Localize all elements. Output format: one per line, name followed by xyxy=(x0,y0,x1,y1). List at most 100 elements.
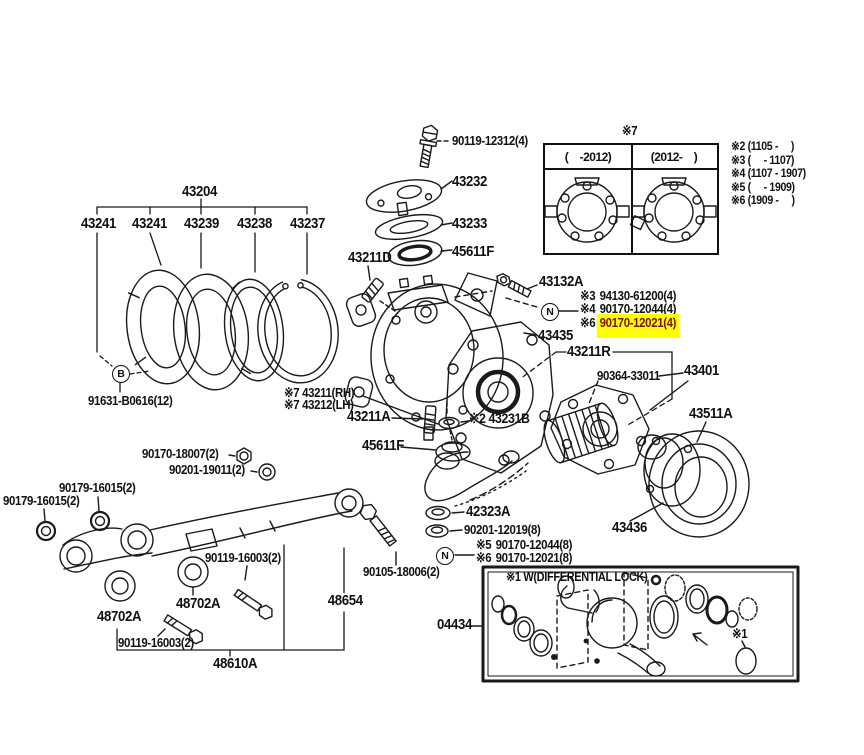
bolt-90119-12312-drawing xyxy=(419,124,450,169)
part-label-43231b[interactable]: ※2 43231B xyxy=(469,410,530,426)
bearing-mid-drawing xyxy=(400,441,471,462)
part-label-48654[interactable]: 48654 xyxy=(326,592,365,609)
applicability-notes: ※2 (1105 - ) ※3 ( - 1107) ※4 (1107 - 190… xyxy=(731,140,806,207)
part-label-43233[interactable]: 43233 xyxy=(452,215,487,232)
part-number: 90170-12021(8) xyxy=(495,550,573,565)
part-label-43211r[interactable]: 43211R xyxy=(567,343,611,360)
note-ref4: ※4 (1107 - 1907) xyxy=(731,166,806,181)
part-label-90364-33011[interactable]: 90364-33011 xyxy=(597,368,660,383)
part-label-43204[interactable]: 43204 xyxy=(182,183,217,200)
part-label-90119-16003-b[interactable]: 90119-16003(2) xyxy=(118,635,194,650)
part-label-90119-12312[interactable]: 90119-12312(4) xyxy=(452,133,528,148)
part-label-04434[interactable]: 04434 xyxy=(437,616,472,633)
part-label-43132a[interactable]: 43132A xyxy=(539,273,584,290)
gasket-43435-drawing xyxy=(445,321,554,474)
part-label-48702a-left[interactable]: 48702A xyxy=(97,608,142,625)
part-label-43211-rh[interactable]: ※7 43211(RH) xyxy=(284,385,355,400)
circle-b-icon: B xyxy=(112,365,130,383)
variant-column-late: (2012- ) xyxy=(650,149,698,164)
note-ref2: ※2 (1105 - ) xyxy=(731,139,795,153)
part-label-43211d[interactable]: 43211D xyxy=(348,249,392,266)
part-label-43436[interactable]: 43436 xyxy=(612,519,647,536)
nut-90179-b-drawing xyxy=(35,508,57,542)
part-label-91631-b0616[interactable]: 91631-B0616(12) xyxy=(88,393,173,408)
washer-90201-12019-drawing xyxy=(425,524,463,538)
part-label-45611f-mid[interactable]: 45611F xyxy=(362,437,404,454)
part-label-43239[interactable]: 43239 xyxy=(184,215,219,232)
washer-43231b-drawing xyxy=(438,401,470,441)
table-column-divider xyxy=(631,145,633,253)
part-label-43241-a[interactable]: 43241 xyxy=(81,215,116,232)
part-label-43232[interactable]: 43232 xyxy=(452,173,487,190)
highlighted-part-number: 90170-12021(4) xyxy=(597,314,680,338)
part-number: 90170-12044(4) xyxy=(599,301,677,316)
bolt-43132a-drawing xyxy=(454,273,579,312)
part-label-43211a[interactable]: 43211A xyxy=(347,408,391,425)
part-label-43435[interactable]: 43435 xyxy=(538,327,573,344)
part-number: 94130-61200(4) xyxy=(599,288,677,303)
part-label-43241-b[interactable]: 43241 xyxy=(132,215,167,232)
ref-mark: ※6 xyxy=(580,315,596,330)
part-label-90119-16003-a[interactable]: 90119-16003(2) xyxy=(205,550,281,565)
part-label-90105-18006[interactable]: 90105-18006(2) xyxy=(363,564,440,579)
variant-reference-table: ( -2012) (2012- ) xyxy=(543,143,719,255)
part-number: 90170-12044(8) xyxy=(495,537,573,552)
part-label-48702a-mid[interactable]: 48702A xyxy=(176,595,221,612)
spindle-43401-drawing xyxy=(550,380,689,475)
part-label-45611f-top[interactable]: 45611F xyxy=(452,243,494,260)
ref-mark: ※6 xyxy=(476,550,492,565)
part-label-43212-lh[interactable]: ※7 43212(LH) xyxy=(284,397,354,412)
washer-42323a-drawing xyxy=(425,505,465,521)
circle-n-upper-icon: N xyxy=(541,303,559,321)
ref-mark: ※3 xyxy=(580,288,596,303)
cap-gasket-drawing xyxy=(374,213,453,241)
part-label-48610a[interactable]: 48610A xyxy=(213,655,258,672)
part-label-90201-12019[interactable]: 90201-12019(8) xyxy=(464,522,541,537)
diff-lock-box-drawing xyxy=(481,565,800,683)
nut-90179-a-drawing xyxy=(89,496,111,532)
bearing-cap-drawing xyxy=(365,179,453,217)
knuckle-arm-drawing xyxy=(424,450,529,507)
diff-lock-box-title: ※1 W(DIFFERENTIAL LOCK) xyxy=(506,570,648,584)
knuckle-drawing xyxy=(344,272,504,441)
group-43204-bracket xyxy=(96,198,308,367)
part-label-90179-16015-a[interactable]: 90179-16015(2) xyxy=(59,480,136,495)
note-ref5: ※5 ( - 1909) xyxy=(731,179,795,194)
stud-43211a-drawing xyxy=(391,405,437,434)
knuckle-thumbnail-late-icon xyxy=(629,177,717,243)
nut-90170-18007-drawing xyxy=(228,447,252,465)
bearing-top-drawing xyxy=(387,239,453,267)
part-label-90170-18007[interactable]: 90170-18007(2) xyxy=(142,446,219,461)
part-label-42323a[interactable]: 42323A xyxy=(466,503,511,520)
part-label-43238[interactable]: 43238 xyxy=(237,215,272,232)
part-label-90179-16015-b[interactable]: 90179-16015(2) xyxy=(3,493,80,508)
part-label-43401[interactable]: 43401 xyxy=(684,362,719,379)
part-label-43511a[interactable]: 43511A xyxy=(689,405,733,422)
bolt-16003-a-drawing xyxy=(233,565,273,620)
lower-arm-drawing xyxy=(59,488,364,573)
note-ref3: ※3 ( - 1107) xyxy=(731,152,795,167)
circle-n-lower-icon: N xyxy=(436,547,454,565)
part-label-90201-19011[interactable]: 90201-19011(2) xyxy=(169,462,245,477)
note-ref6: ※6 (1909 - ) xyxy=(731,193,795,208)
bearing-43211r-drawing xyxy=(475,351,673,427)
rotor-43436-drawing xyxy=(629,430,750,538)
bushing-48702a-mid-drawing xyxy=(177,556,209,596)
bolt-90105-drawing xyxy=(359,503,397,566)
washer-90201-19011-drawing xyxy=(250,463,276,481)
variant-column-early: ( -2012) xyxy=(564,149,612,164)
bolt-16003-b-drawing xyxy=(157,614,204,645)
bracket-48610a xyxy=(116,544,345,657)
ref-mark: ※5 xyxy=(476,537,492,552)
part-label-43237[interactable]: 43237 xyxy=(290,215,325,232)
b-mark-leaders xyxy=(119,370,151,393)
bushing-48702a-left-drawing xyxy=(104,570,136,602)
variant-table-mark: ※7 xyxy=(622,123,638,138)
